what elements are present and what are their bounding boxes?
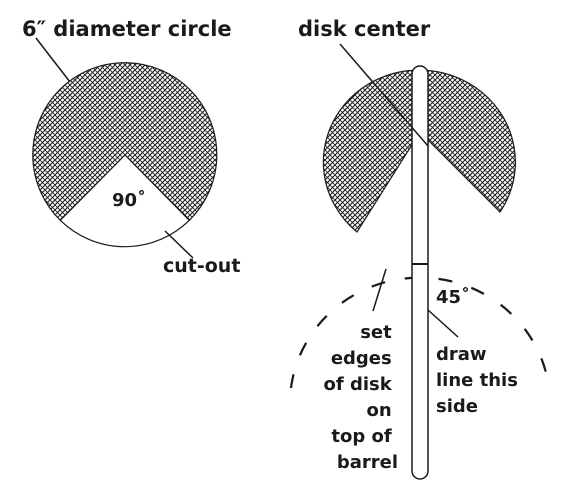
right-figure: disk center 45˚ set edges of disk on top… xyxy=(289,17,551,480)
draw-line-leader-line xyxy=(427,309,459,338)
set-edges-line: on xyxy=(367,400,392,421)
disk-shaded-sector xyxy=(32,62,218,222)
cutout-wedge xyxy=(59,154,191,248)
draw-line-note: draw line this side xyxy=(436,344,524,417)
set-edges-line: set xyxy=(360,322,392,343)
angle-label-45: 45˚ xyxy=(436,286,470,308)
dashed-reference-arc xyxy=(289,276,551,389)
cutout-label: cut-out xyxy=(163,255,240,277)
set-edges-note: set edges of disk on top of barrel xyxy=(324,322,398,473)
left-figure: 6″ diameter circle 90˚ cut-out xyxy=(22,17,240,277)
disk-center-leader-line xyxy=(339,43,429,147)
set-edges-line: top of xyxy=(331,426,391,447)
disk-center-label: disk center xyxy=(298,17,431,41)
set-edges-leader-line xyxy=(372,268,387,312)
draw-line-line: draw xyxy=(436,344,487,365)
set-edges-line: edges xyxy=(331,348,392,369)
draw-line-line: line this xyxy=(436,370,518,391)
title-leader-line xyxy=(35,37,71,83)
cutout-leader-line xyxy=(164,230,194,259)
barrel xyxy=(411,65,429,480)
draw-line-line: side xyxy=(436,396,478,417)
angle-label-90: 90˚ xyxy=(112,189,146,211)
set-edges-line: barrel xyxy=(337,452,398,473)
left-title: 6″ diameter circle xyxy=(22,17,232,41)
folded-disk xyxy=(322,69,516,233)
set-edges-line: of disk xyxy=(324,374,393,395)
